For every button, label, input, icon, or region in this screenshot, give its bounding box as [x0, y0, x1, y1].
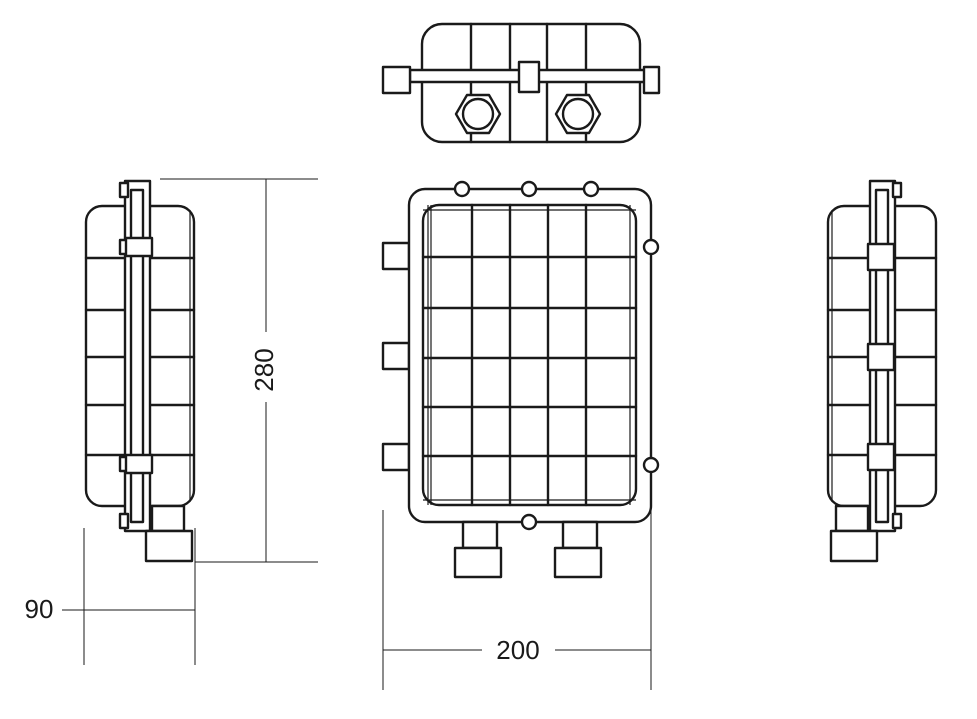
dimension-depth: 90	[25, 528, 196, 665]
front-view	[381, 180, 660, 579]
left-side-view	[84, 179, 196, 563]
height-label: 280	[249, 348, 279, 391]
dimension-width: 200	[382, 510, 652, 690]
depth-label: 90	[25, 594, 54, 624]
right-side-view	[826, 179, 938, 563]
cable-gland-left	[454, 93, 502, 135]
dimension-height: 280	[160, 178, 318, 563]
cable-gland-right	[554, 93, 602, 135]
top-view	[381, 22, 661, 144]
width-label: 200	[496, 635, 539, 665]
